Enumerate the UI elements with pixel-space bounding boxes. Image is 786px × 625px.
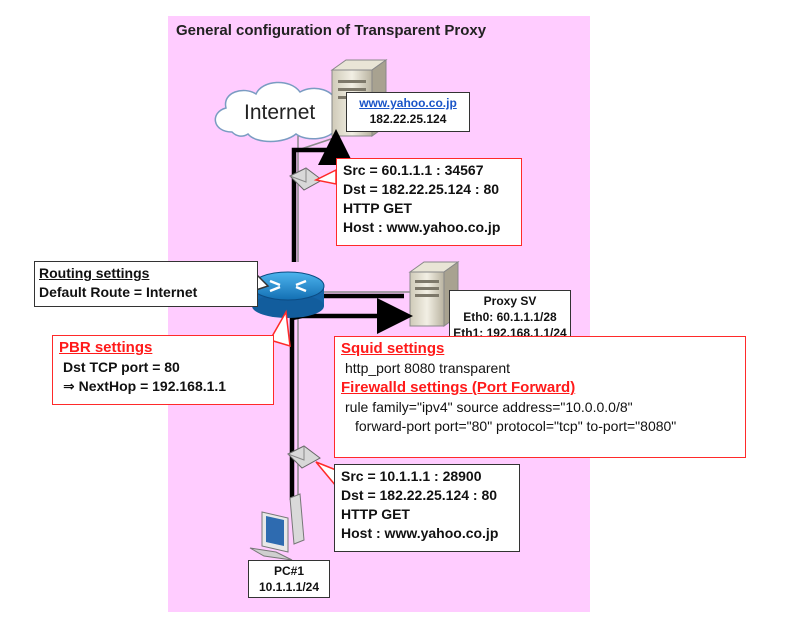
squid-http-port: http_port 8080 transparent: [345, 360, 511, 376]
packet-lower-box: Src = 10.1.1.1 : 28900 Dst = 182.22.25.1…: [334, 464, 520, 552]
routing-settings-box: Routing settings Default Route = Interne…: [34, 261, 258, 307]
pc-icon: [249, 493, 305, 561]
callout-pointers: [268, 168, 337, 489]
pbr-dst-port: Dst TCP port = 80: [63, 359, 180, 375]
packet-upper-dst: Dst = 182.22.25.124 : 80: [343, 181, 500, 197]
web-server-host[interactable]: www.yahoo.co.jp: [359, 96, 457, 110]
proxy-server-icon: [408, 261, 460, 327]
packet-lower-dst: Dst = 182.22.25.124 : 80: [341, 487, 498, 503]
squid-settings-title: Squid settings: [341, 340, 445, 357]
packet-upper-method: HTTP GET: [343, 200, 412, 216]
packet-upper-src: Src = 60.1.1.1 : 34567: [343, 162, 484, 178]
pc-label-box: PC#1 10.1.1.1/24: [248, 560, 330, 598]
squid-firewall-settings-box: Squid settings http_port 8080 transparen…: [334, 336, 746, 458]
packet-upper-box: Src = 60.1.1.1 : 34567 Dst = 182.22.25.1…: [336, 158, 522, 246]
web-server-ip: 182.22.25.124: [369, 112, 447, 126]
firewall-rule-line-1: rule family="ipv4" source address="10.0.…: [345, 399, 633, 415]
pc-ip: 10.1.1.1/24: [258, 580, 320, 594]
pbr-settings-title: PBR settings: [59, 339, 153, 356]
firewall-rule-line-2: forward-port port="80" protocol="tcp" to…: [355, 418, 677, 434]
packet-lower-method: HTTP GET: [341, 506, 410, 522]
proxy-server-name: Proxy SV: [483, 294, 537, 308]
diagram-title: General configuration of Transparent Pro…: [176, 22, 487, 39]
pbr-settings-box: PBR settings Dst TCP port = 80 ⇒ NextHop…: [52, 335, 274, 405]
pbr-nexthop: ⇒ NextHop = 192.168.1.1: [63, 378, 227, 394]
pc-name: PC#1: [273, 564, 305, 578]
packet-lower-host: Host : www.yahoo.co.jp: [341, 525, 499, 541]
proxy-server-eth0: Eth0: 60.1.1.1/28: [463, 310, 557, 324]
firewall-settings-title: Firewalld settings (Port Forward): [341, 379, 576, 396]
routing-settings-title: Routing settings: [39, 265, 150, 281]
router-icon: [251, 271, 325, 318]
packet-envelope-icon-lower: [287, 445, 321, 469]
web-server-label-box: www.yahoo.co.jp 182.22.25.124: [346, 92, 470, 132]
routing-default-route: Default Route = Internet: [39, 284, 198, 300]
internet-label: Internet: [244, 101, 316, 124]
packet-upper-host: Host : www.yahoo.co.jp: [343, 219, 501, 235]
packet-lower-src: Src = 10.1.1.1 : 28900: [341, 468, 482, 484]
